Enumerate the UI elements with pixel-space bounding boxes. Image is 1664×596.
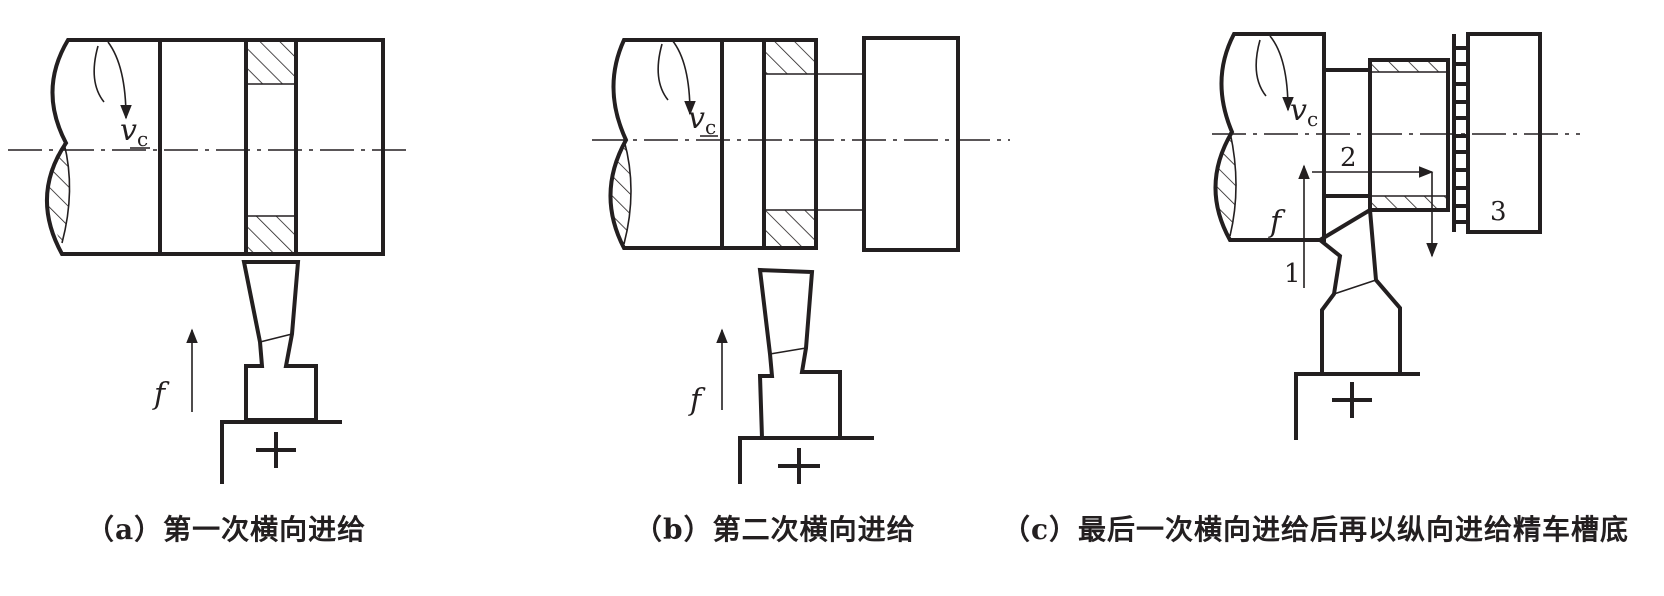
plus-icon — [1332, 382, 1372, 418]
workpiece-b-right-block — [862, 36, 960, 252]
panel-b: vc f — [592, 36, 1010, 484]
plus-icon — [778, 448, 820, 484]
caption-a: （a）第一次横向进给 — [86, 513, 367, 546]
feed-label-b: f — [688, 383, 706, 418]
rotation-arrow-c — [1255, 35, 1288, 110]
rotation-arrow-b — [657, 39, 690, 114]
tool-c — [1316, 206, 1402, 376]
tool-b-edge — [769, 347, 807, 355]
feed-label-a: f — [152, 377, 170, 412]
tool-a — [241, 260, 318, 422]
panel-a: vc f — [8, 38, 408, 484]
groove-c-bottom-hatch — [1370, 196, 1448, 210]
plus-icon — [256, 432, 296, 468]
groove-c-top-hatch — [1370, 60, 1448, 72]
caption-c: （c）最后一次横向进给后再以纵向进给精车槽底 — [1002, 513, 1630, 546]
tool-post-a — [220, 420, 342, 484]
rotation-arrow-a — [93, 41, 126, 118]
cutting-speed-label-a: vc — [120, 113, 148, 151]
tool-post-b — [738, 436, 874, 484]
workpiece-c-section — [1229, 131, 1237, 237]
cutting-speed-label-c: vc — [1290, 93, 1318, 131]
workpiece-c-outline — [1213, 32, 1326, 242]
workpiece-c-right-block — [1466, 32, 1542, 234]
groove-b-top-hatch — [764, 40, 816, 74]
groove-c-bottom — [1324, 58, 1450, 212]
workpiece-b-outline — [608, 38, 818, 250]
panel-c: vc f 1 2 3 — [1212, 32, 1580, 440]
tool-post-c — [1294, 372, 1420, 440]
workpiece-a-outline — [45, 38, 385, 256]
groove-b-bottom-hatch — [764, 210, 816, 248]
workpiece-b-section — [623, 139, 632, 245]
step-1-label: 1 — [1284, 259, 1301, 289]
tool-c-edge — [1333, 279, 1377, 295]
caption-b: （b）第二次横向进给 — [634, 513, 916, 546]
step-3-label: 3 — [1490, 197, 1507, 227]
groove-a-bottom-hatch — [246, 216, 296, 254]
workpiece-a-section — [61, 142, 71, 244]
feed-label-c: f — [1268, 205, 1286, 240]
cutting-speed-label-b: vc — [688, 101, 716, 139]
tool-a-edge — [259, 333, 293, 343]
step-2-label: 2 — [1340, 143, 1357, 173]
groove-a-top-hatch — [246, 40, 296, 84]
groove-c-serrated-wall — [1452, 34, 1468, 232]
